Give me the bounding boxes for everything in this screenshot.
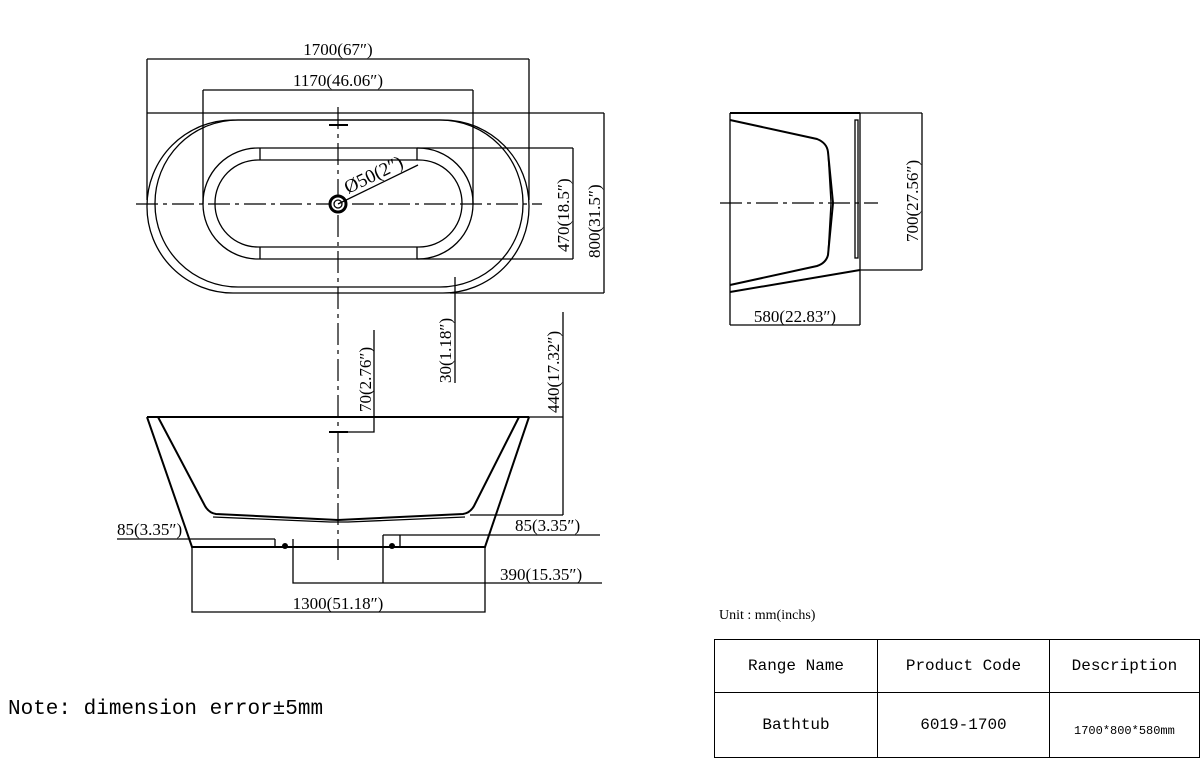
dim-overflow-depth-label: 70(2.76″) [356, 347, 375, 412]
cell-description: 1700*800*580mm [1048, 692, 1200, 758]
right-foot-icon [389, 543, 395, 549]
header-range-name: Range Name [713, 639, 879, 693]
product-table: Range Name Product Code Description Bath… [713, 639, 1200, 758]
dim-overflow-depth [348, 330, 375, 433]
end-panel [854, 119, 859, 259]
header-product-code: Product Code [877, 639, 1050, 693]
dim-overall-width-label: 800(31.5″) [585, 184, 604, 258]
dim-end-width-label: 700(27.56″) [903, 160, 922, 242]
tub-side-outline [146, 416, 530, 548]
dim-inner-width [417, 147, 574, 260]
end-tub-profile [729, 119, 835, 286]
dim-inner-width-label: 470(18.5″) [554, 178, 573, 252]
dim-right-foot-offset-label: 85(3.35″) [515, 516, 580, 535]
feet-outline [274, 535, 401, 547]
dim-left-foot-offset-label: 85(3.35″) [117, 520, 182, 539]
cell-range-name: Bathtub [713, 692, 879, 758]
dim-base-length-label: 1300(51.18″) [293, 594, 384, 613]
dim-depth [470, 312, 564, 516]
drain-diameter-label: Ø50(2″) [341, 152, 407, 198]
header-description: Description [1048, 639, 1200, 693]
tub-floor-line [212, 516, 466, 523]
dim-overall-length-label: 1700(67″) [303, 40, 372, 59]
dim-end-width [860, 112, 923, 271]
end-side-lines [729, 113, 861, 325]
left-foot-icon [282, 543, 288, 549]
table-header-row: Range Name Product Code Description [713, 639, 1200, 693]
dimension-note: Note: dimension error±5mm [8, 698, 324, 721]
dim-overall-width [147, 112, 605, 294]
dim-inner-length-label: 1170(46.06″) [293, 71, 383, 90]
technical-drawing: 1700(67″) 1170(46.06″) Ø50(2″) 470(18.5″… [117, 40, 923, 613]
dim-depth-label: 440(17.32″) [544, 331, 563, 413]
basin-segment-marks [259, 148, 418, 259]
cell-product-code: 6019-1700 [877, 692, 1050, 758]
dim-rim-thickness-label: 30(1.18″) [436, 318, 455, 383]
dim-inner-length [202, 89, 474, 204]
unit-label: Unit : mm(inchs) [719, 608, 816, 623]
top-view: 1700(67″) 1170(46.06″) Ø50(2″) 470(18.5″… [136, 40, 605, 560]
dim-base-length [191, 547, 486, 613]
drain-leader [337, 164, 419, 205]
dim-feet-spacing-label: 390(15.35″) [500, 565, 582, 584]
dim-end-height-label: 580(22.83″) [754, 307, 836, 326]
table-row: Bathtub 6019-1700 1700*800*580mm [713, 692, 1200, 758]
dim-feet-spacing [292, 547, 602, 584]
end-tub-base [729, 269, 861, 293]
drain-inner-icon [333, 199, 343, 209]
end-view: 580(22.83″) 700(27.56″) [720, 112, 923, 326]
side-view: 70(2.76″) 440(17.32″) 85(3.35″) 85(3.35″… [117, 312, 602, 613]
dim-overall-length [146, 58, 530, 200]
tub-inner-outline [157, 416, 520, 522]
